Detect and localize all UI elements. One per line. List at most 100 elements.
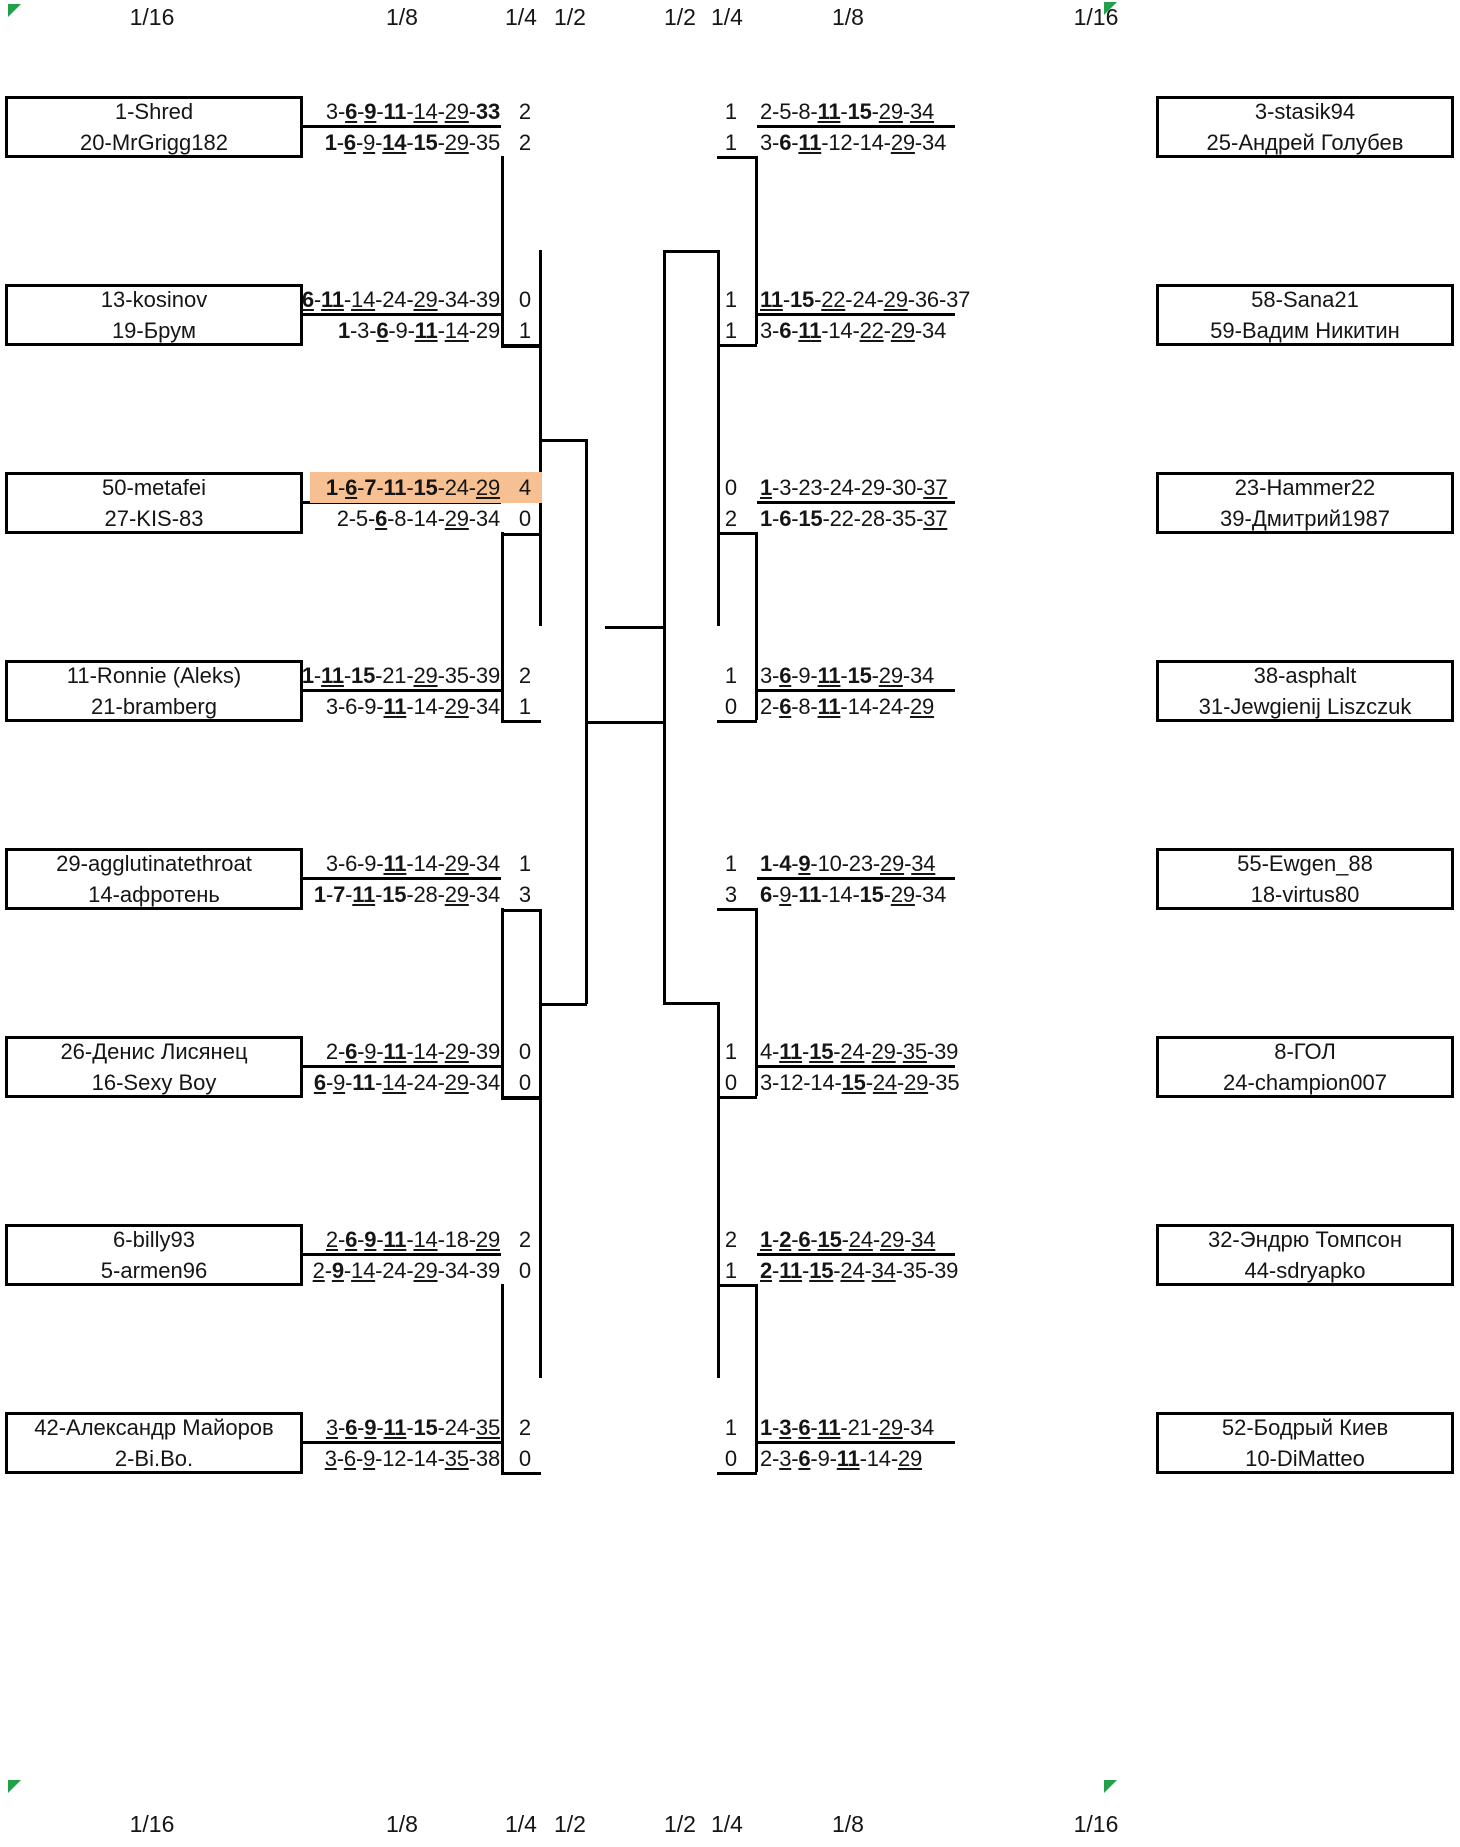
score-sequence-L6-1: 6-9-11-14-24-29-34 [310,1067,500,1098]
sequence-text: 2-9-14-24-29-34-39 [312,1257,501,1283]
round-header-1-16-7: 1/16 [1073,1811,1119,1837]
round-header-1-8-6: 1/8 [832,4,864,30]
sequence-text: 1-2-6-15-24-29-34 [760,1226,936,1252]
match-points-L2-1: 1 [518,318,532,343]
score-sequence-L4-0: 1-11-15-21-29-35-39 [302,660,500,691]
match-points-R4-0: 1 [724,663,738,688]
match-points-R6-0: 1 [724,1039,738,1064]
score-sequence-R6-0: 4-11-15-24-29-35-39 [760,1036,958,1067]
score-sequence-R7-0: 1-2-6-15-24-29-34 [760,1224,950,1255]
sequence-text: 3-6-9-12-14-35-38 [324,1445,500,1471]
sequence-text: 1-3-23-24-29-30-37 [760,474,948,500]
match-points-L6-1: 0 [518,1070,532,1095]
match-points-R2-0: 1 [724,287,738,312]
bracket-line-h [539,1003,587,1006]
match-points-R7-0: 2 [724,1227,738,1252]
sequence-text: 11-15-22-24-29-36-37 [760,286,971,312]
score-sequence-R3-1: 1-6-15-22-28-35-37 [760,503,950,534]
bracket-line-h [303,689,501,692]
sequence-text: 1-6-9-14-15-29-35 [324,129,500,155]
sequence-text: 3-6-9-11-15-24-35 [325,1414,500,1440]
player-name: 27-KIS-83 [104,506,204,531]
bracket-line-h [303,125,501,128]
bracket-line-h [501,1097,541,1100]
score-sequence-R5-1: 6-9-11-14-15-29-34 [760,879,950,910]
bracket-line-h [717,532,757,535]
match-points-R6-1: 0 [724,1070,738,1095]
match-points-L8-1: 0 [518,1446,532,1471]
player-name: 5-armen96 [100,1258,208,1283]
bracket-line-h [757,313,955,316]
sequence-text: 2-3-6-9-11-14-29 [760,1445,923,1471]
match-points-L3-1: 0 [518,506,532,531]
bracket-line-h [717,1472,757,1475]
match-points-R2-1: 1 [724,318,738,343]
match-points-R5-1: 3 [724,882,738,907]
sequence-text: 6-9-11-14-15-29-34 [760,881,947,907]
round-header-1-4-2: 1/4 [505,1811,537,1837]
score-sequence-L4-1: 3-6-9-11-14-29-34 [310,691,500,722]
match-name-box-L4[interactable]: 11-Ronnie (Aleks)21-bramberg [5,660,303,722]
bracket-line-v [755,532,758,720]
match-points-L1-1: 2 [518,130,532,155]
match-points-L1-0: 2 [518,99,532,124]
sequence-text: 1-6-7-11-15-24-29 [325,474,500,500]
player-name: 32-Эндрю Томпсон [1207,1227,1403,1252]
player-name: 1-Shred [114,99,194,124]
score-sequence-R6-1: 3-12-14-15-24-29-35 [760,1067,960,1098]
score-sequence-L3-0: 1-6-7-11-15-24-29 [310,472,534,503]
score-sequence-R5-0: 1-4-9-10-23-29-34 [760,848,950,879]
score-sequence-L5-1: 1-7-11-15-28-29-34 [310,879,500,910]
sequence-text: 3-6-9-11-14-29-34 [325,693,500,719]
bracket-line-h [303,1441,501,1444]
sequence-text: 3-6-9-11-14-29-34 [325,850,500,876]
sequence-text: 3-6-9-11-14-29-33 [325,98,500,124]
bracket-line-v [501,908,504,1096]
round-header-1-8-6: 1/8 [832,1811,864,1837]
score-sequence-L8-0: 3-6-9-11-15-24-35 [310,1412,500,1443]
corner-marker-top-left [8,4,21,17]
match-points-R7-1: 1 [724,1258,738,1283]
player-name: 2-Bi.Bo. [114,1446,194,1471]
score-sequence-R1-0: 2-5-8-11-15-29-34 [760,96,950,127]
sequence-text: 4-11-15-24-29-35-39 [760,1038,959,1064]
match-points-R8-0: 1 [724,1415,738,1440]
bracket-line-h [757,1065,955,1068]
round-header-1-2-3: 1/2 [554,4,586,30]
player-name: 13-kosinov [100,287,208,312]
match-points-R8-1: 0 [724,1446,738,1471]
match-points-L7-0: 2 [518,1227,532,1252]
player-name: 29-agglutinatethroat [56,851,252,876]
bracket-line-h [501,720,541,723]
player-name: 52-Бодрый Киев [1221,1415,1389,1440]
bracket-line-v [717,250,720,626]
bracket-line-h [717,156,757,159]
score-sequence-R4-1: 2-6-8-11-14-24-29 [760,691,950,722]
bracket-line-v [539,1002,542,1378]
corner-marker-bottom-left [8,1780,21,1793]
bracket-line-h [303,313,501,316]
sequence-text: 6-11-14-24-29-34-39 [301,286,500,312]
player-name: 38-asphalt [1253,663,1357,688]
bracket-line-h [717,720,757,723]
player-name: 16-Sexy Boy [91,1070,217,1095]
round-header-1-4-2: 1/4 [505,4,537,30]
sequence-text: 1-3-6-9-11-14-29 [337,317,500,343]
sequence-text: 2-6-8-11-14-24-29 [760,693,935,719]
corner-marker-bottom-right [1104,1780,1117,1793]
